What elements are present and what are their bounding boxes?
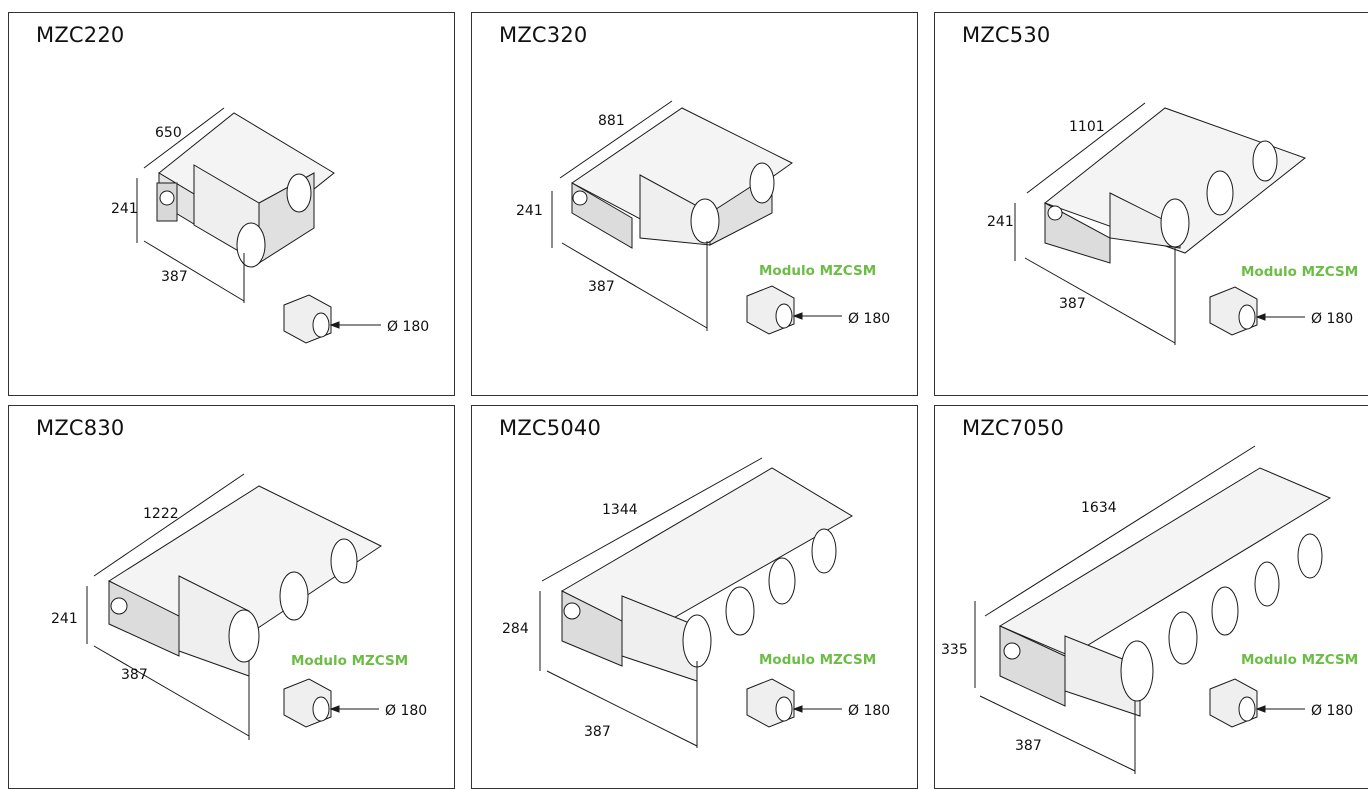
depth-dim: 387 [1059, 296, 1086, 312]
plenum-drawing: 1222 241 387 Modulo MZCSM Ø 180 [51, 473, 427, 740]
width-dim: 881 [598, 113, 625, 129]
plenum-drawing: 1634 335 387 Modulo MZCSM Ø 180 [941, 445, 1358, 774]
panel-title: MZC7050 [962, 416, 1065, 440]
height-dim: 284 [502, 621, 529, 637]
panel-mzc7050: MZC7050 1634 335 387 Modulo MZCSM Ø 180 [934, 405, 1368, 789]
plenum-top [560, 467, 853, 637]
diameter-label: Ø 180 [848, 703, 890, 719]
panel-mzc5040: MZC5040 1344 284 387 Modulo MZCSM Ø 180 [471, 405, 918, 789]
panel-title: MZC320 [499, 23, 588, 47]
panel-mzc220: MZC220 650 241 387 Ø 180 [8, 12, 455, 396]
depth-dim: 387 [161, 269, 188, 285]
width-dim: 1222 [143, 506, 179, 522]
width-dim: 650 [155, 125, 182, 141]
width-dim: 1101 [1069, 119, 1105, 135]
height-dim: 241 [516, 203, 543, 219]
diameter-label: Ø 180 [848, 311, 890, 327]
panel-title: MZC220 [36, 23, 125, 47]
plenum-drawing: 1344 284 387 Modulo MZCSM Ø 180 [502, 457, 890, 748]
panel-mzc320: MZC320 881 241 387 Modulo MZCSM Ø 180 [471, 12, 918, 396]
depth-dim: 387 [1015, 738, 1042, 754]
panel-title: MZC830 [36, 416, 125, 440]
module-label: Modulo MZCSM [759, 652, 876, 668]
plenum-top [998, 467, 1332, 657]
panel-mzc530: MZC530 1101 241 387 Modulo MZCSM Ø 180 [934, 12, 1368, 396]
module-label: Modulo MZCSM [1241, 652, 1358, 668]
plenum-drawing: 1101 241 387 Modulo MZCSM Ø 180 [987, 102, 1358, 345]
diameter-label: Ø 180 [1311, 311, 1353, 327]
module-label: Modulo MZCSM [291, 653, 408, 669]
panel-mzc830: MZC830 1222 241 387 Modulo MZCSM Ø 180 [8, 405, 455, 789]
diameter-label: Ø 180 [1311, 703, 1353, 719]
height-dim: 241 [987, 214, 1014, 230]
height-dim: 241 [51, 611, 78, 627]
plenum-side [108, 580, 180, 657]
plenum-side [1044, 202, 1111, 264]
diameter-label: Ø 180 [385, 703, 427, 719]
module-label: Modulo MZCSM [759, 263, 876, 279]
panel-title: MZC530 [962, 23, 1051, 47]
depth-dim: 387 [584, 724, 611, 740]
diameter-label: Ø 180 [387, 319, 429, 335]
width-dim: 1344 [602, 502, 638, 518]
depth-dim: 387 [121, 667, 148, 683]
width-dim: 1634 [1081, 500, 1117, 516]
height-dim: 335 [941, 642, 968, 658]
plenum-drawing: 881 241 387 Modulo MZCSM Ø 180 [516, 100, 890, 335]
depth-dim: 387 [588, 279, 615, 295]
panel-title: MZC5040 [499, 416, 602, 440]
plenum-drawing: 650 241 387 Ø 180 [111, 107, 429, 344]
module-label: Modulo MZCSM [1241, 264, 1358, 280]
height-dim: 241 [111, 201, 138, 217]
